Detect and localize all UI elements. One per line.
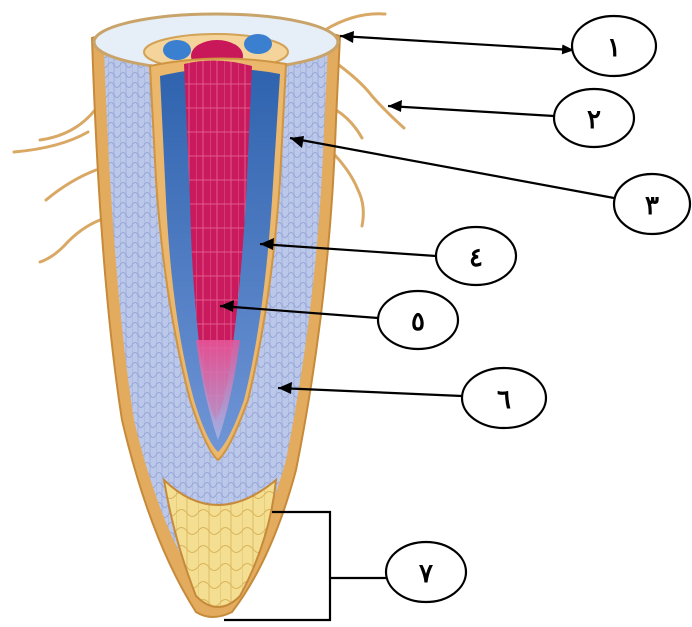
label-5: ٥ [378,291,458,349]
label-4-text: ٤ [469,243,483,273]
label-7: ٧ [386,542,466,602]
label-1: ١ [572,16,656,76]
label-6: ٦ [462,368,546,428]
label-2-text: ٢ [587,105,601,135]
label-3-text: ٣ [645,191,659,221]
label-3: ٣ [614,174,690,234]
label-2: ٢ [554,89,634,147]
label-7-text: ٧ [418,559,433,589]
label-6-text: ٦ [497,385,511,415]
label-1-text: ١ [607,33,621,63]
label-4: ٤ [436,227,516,285]
label-5-text: ٥ [411,307,425,337]
